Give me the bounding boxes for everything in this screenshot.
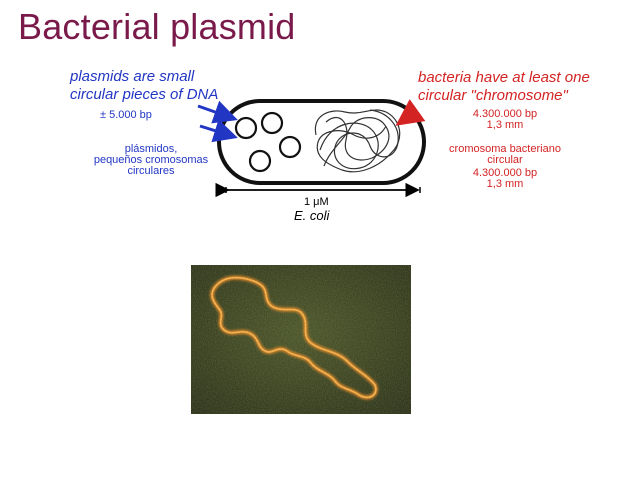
plasmid-arrow xyxy=(199,119,238,143)
chromosome-label-en-1: bacteria have at least one xyxy=(418,69,590,86)
dna-strand xyxy=(210,275,378,400)
plasmid-circle xyxy=(248,149,272,173)
chromosome-label-es-2: circular xyxy=(487,154,523,166)
chromosome-mm-2: 1,3 mm xyxy=(486,178,524,190)
plasmid-micrograph xyxy=(191,265,411,414)
chromosome-bp-1: 4.300.000 bp xyxy=(472,108,538,120)
bacterial-chromosome xyxy=(314,109,401,173)
plasmid-label-es-2: pequeños cromosomas xyxy=(93,154,209,166)
plasmid-label-es-1: plásmidos, xyxy=(124,143,178,155)
chromosome-bp-2: 4.300.000 bp xyxy=(472,167,538,179)
plasmid-arrow xyxy=(197,100,238,124)
slide-title: Bacterial plasmid xyxy=(18,6,296,47)
chromosome-mm-1: 1,3 mm xyxy=(486,119,524,131)
plasmid-label-en-1: plasmids are small xyxy=(70,68,195,85)
chromosome-arrow xyxy=(395,99,426,126)
plasmid-size-label: ± 5.000 bp xyxy=(100,109,152,121)
chromosome-label-es-1: cromosoma bacteriano xyxy=(449,143,561,155)
chromosome-label-en-2: circular "chromosome" xyxy=(418,87,568,104)
cell-membrane xyxy=(217,99,426,185)
organism-label: E. coli xyxy=(294,208,330,223)
plasmid-label-es-3: circulares xyxy=(127,165,175,177)
plasmid-label-en-2: circular pieces of DNA xyxy=(70,86,219,103)
scale-label: 1 μM xyxy=(304,196,329,208)
plasmid-circle xyxy=(278,135,302,159)
plasmid-circle xyxy=(260,111,284,135)
